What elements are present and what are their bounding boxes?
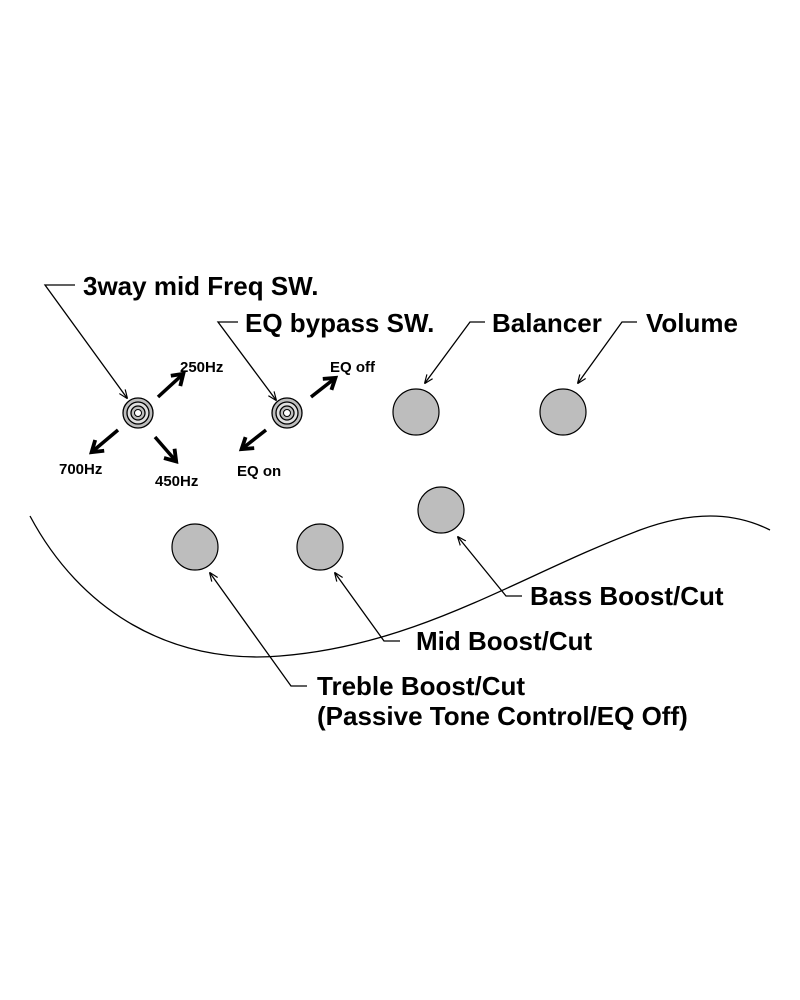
treble-leader	[210, 573, 307, 687]
balancer-leader	[425, 321, 485, 383]
volume-knob[interactable]	[539, 388, 587, 436]
eq-bypass-arrow-down	[238, 428, 268, 452]
volume-leader	[578, 321, 637, 383]
mid-freq-700hz-label: 700Hz	[59, 461, 102, 478]
eq-bypass-leader	[216, 321, 276, 400]
mid-freq-arrow-left	[89, 428, 120, 455]
volume-label: Volume	[646, 308, 738, 338]
mid-freq-switch[interactable]	[122, 397, 154, 429]
balancer-label: Balancer	[492, 308, 602, 338]
bass-label: Bass Boost/Cut	[530, 581, 724, 611]
body-outline-curve	[29, 515, 771, 658]
eq-bypass-arrow-up	[309, 375, 339, 399]
treble-label-line2: (Passive Tone Control/EQ Off)	[317, 701, 688, 731]
mid-freq-switch-label: 3way mid Freq SW.	[83, 271, 319, 301]
eq-bypass-switch[interactable]	[271, 397, 303, 429]
mid-freq-450hz-label: 450Hz	[155, 473, 198, 490]
eq-off-label: EQ off	[330, 359, 376, 376]
eq-on-label: EQ on	[237, 463, 281, 480]
mid-freq-leader	[43, 284, 127, 398]
mid-freq-arrow-down	[153, 435, 179, 464]
mid-freq-arrow-up	[156, 371, 186, 399]
mid-leader	[335, 573, 400, 642]
bass-leader	[458, 537, 522, 597]
mid-freq-250hz-label: 250Hz	[180, 359, 223, 376]
mid-knob[interactable]	[296, 523, 344, 571]
mid-label: Mid Boost/Cut	[416, 626, 593, 656]
balancer-knob[interactable]	[392, 388, 440, 436]
eq-bypass-switch-label: EQ bypass SW.	[245, 308, 434, 338]
treble-label-line1: Treble Boost/Cut	[317, 671, 525, 701]
bass-knob[interactable]	[417, 486, 465, 534]
treble-knob[interactable]	[171, 523, 219, 571]
